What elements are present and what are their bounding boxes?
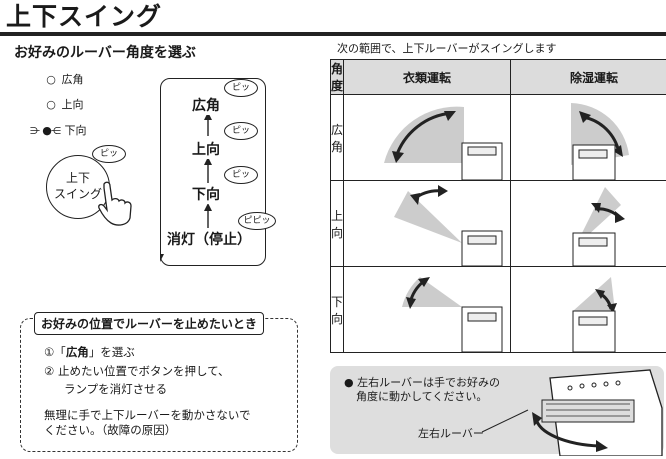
louver-label: 左右ルーバー <box>418 427 484 440</box>
filled-circle-icon: ● <box>42 124 52 137</box>
illustration-dehumidify-wide <box>510 94 666 181</box>
section-subtitle: お好みのルーバー角度を選ぶ <box>14 45 196 61</box>
illustration-laundry-down <box>343 266 512 353</box>
flow-beep-bubble: ピッ <box>224 166 258 184</box>
row-label-down: 下向 <box>329 266 345 353</box>
option-down: ⋺●⋲ 下向 <box>30 124 87 139</box>
flow-step-off: 消灯（停止） <box>165 229 253 249</box>
swing-range-table: 角度 衣類運転 除湿運転 広角 上向 下向 <box>329 59 666 353</box>
illustration-laundry-wide <box>343 94 512 181</box>
button-label-line2: スイング <box>53 187 102 201</box>
option-label: 広角 <box>61 73 84 86</box>
swing-range-note: 次の範囲で、上下ルーバーがスイングします <box>337 42 557 55</box>
info-line2: 角度に動かしてください。 <box>356 390 488 403</box>
empty-circle-icon: ○ <box>46 73 56 86</box>
flow-step-down: 下向 <box>190 184 222 204</box>
flow-beep-bubble: ピピッ <box>238 212 276 230</box>
lit-lamp-icon: ⋺ <box>30 126 40 137</box>
table-header-angle: 角度 <box>329 59 345 95</box>
lit-lamp-icon: ⋲ <box>51 126 61 137</box>
flow-beep-bubble: ピッ <box>224 122 258 140</box>
label-leader-line <box>481 409 529 433</box>
page-title: 上下スイング <box>6 2 163 31</box>
empty-circle-icon: ○ <box>46 98 56 111</box>
table-header-laundry: 衣類運転 <box>343 59 512 95</box>
tip-step-1-pre: ①「 <box>44 345 66 359</box>
tip-step-2-line1: ② 止めたい位置でボタンを押して、 <box>44 364 230 378</box>
tip-step-2-line2: ランプを消灯させる <box>64 382 168 396</box>
illustration-laundry-up <box>343 180 512 267</box>
tip-step-1-bold: 広角 <box>65 345 89 359</box>
info-text: ● 左右ルーバーは手でお好みの 角度に動かしてください。 <box>344 376 500 404</box>
cycle-frame <box>160 78 266 266</box>
pointing-hand-icon <box>98 181 132 226</box>
option-up: ○ 上向 <box>44 98 84 112</box>
title-divider <box>0 32 666 36</box>
cycle-arrows <box>160 112 212 262</box>
option-wide: ○ 広角 <box>44 73 84 87</box>
illustration-dehumidify-down <box>510 266 666 353</box>
tip-step-1-post: 」を選ぶ <box>88 345 135 359</box>
dehumidifier-illustration <box>532 369 663 456</box>
illustration-dehumidify-up <box>510 180 666 267</box>
option-label: 下向 <box>64 124 87 137</box>
table-header-dehumidify: 除湿運転 <box>510 59 666 95</box>
tip-warning-line2: ください。（故障の原因） <box>44 423 177 437</box>
flow-step-wide: 広角 <box>190 95 222 115</box>
tip-step-1: ①「広角」を選ぶ <box>44 345 135 360</box>
tip-warning-line1: 無理に手で上下ルーバーを動かさないで <box>44 408 251 422</box>
row-label-up: 上向 <box>329 180 345 267</box>
beep-bubble: ピッ <box>92 145 126 163</box>
button-label-line1: 上下 <box>65 171 90 185</box>
flow-step-up: 上向 <box>190 139 222 159</box>
tip-title: お好みの位置でルーバーを止めたいとき <box>34 312 264 335</box>
flow-beep-bubble: ピッ <box>224 79 258 97</box>
row-label-wide: 広角 <box>329 94 345 181</box>
option-label: 上向 <box>61 98 84 111</box>
info-line1: ● 左右ルーバーは手でお好みの <box>344 376 500 389</box>
